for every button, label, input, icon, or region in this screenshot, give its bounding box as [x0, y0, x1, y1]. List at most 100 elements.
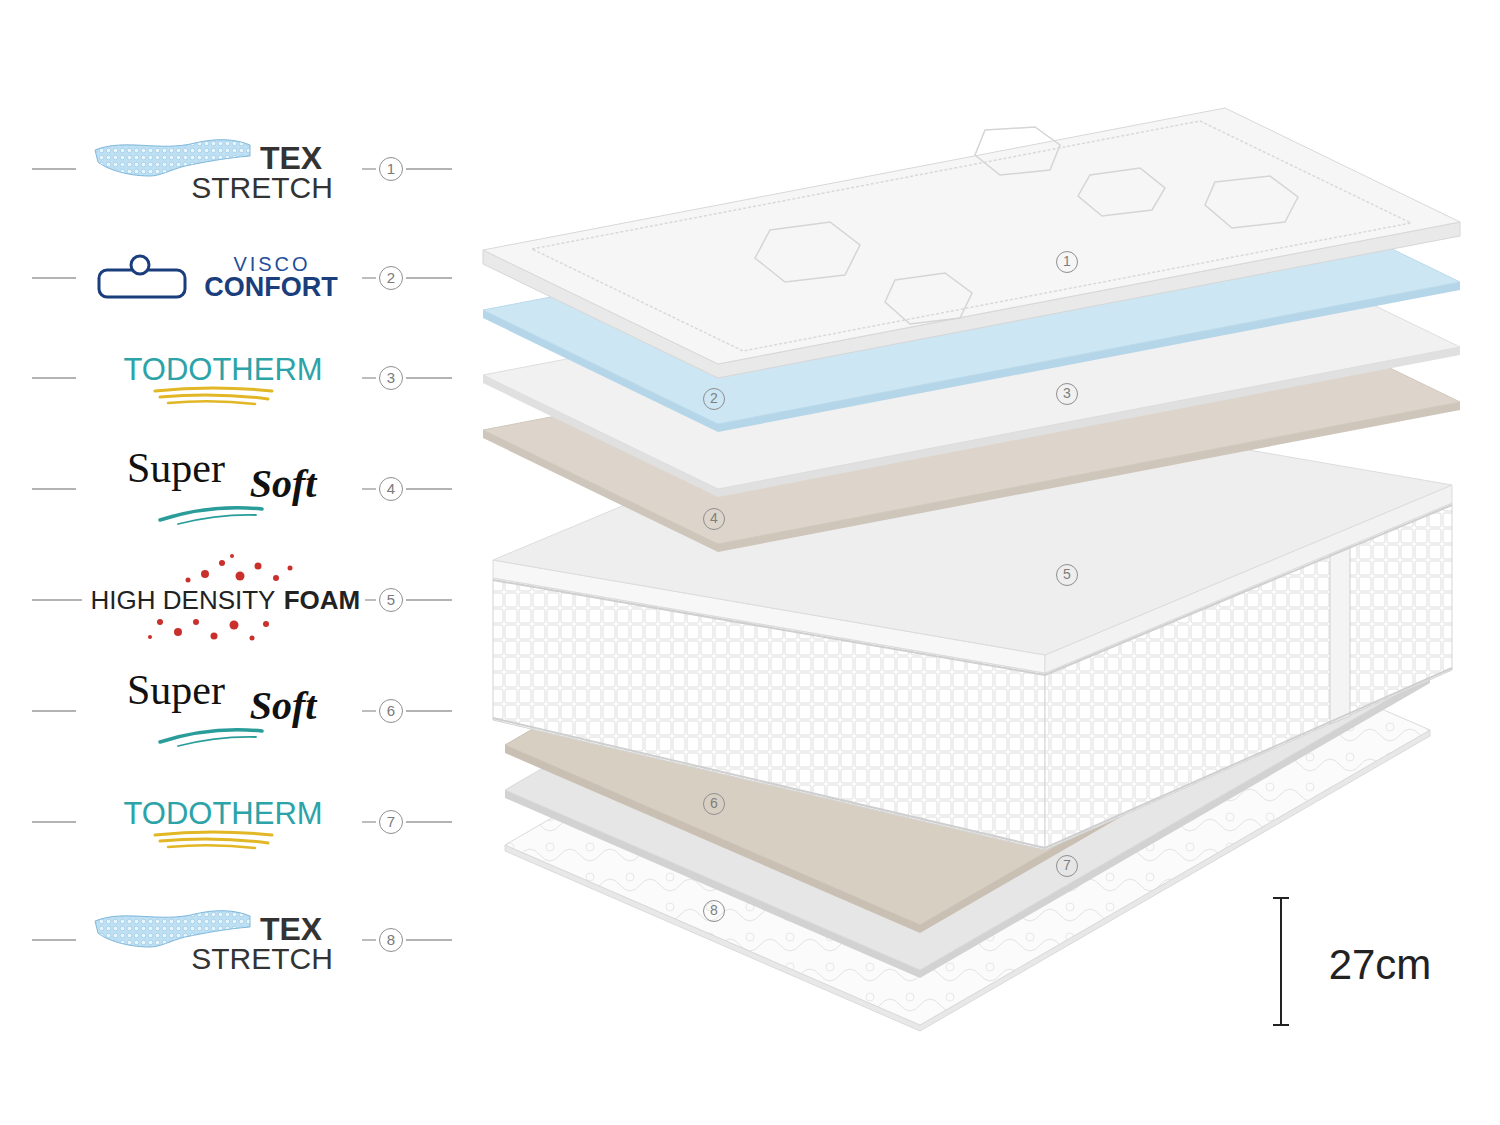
- leader-line: [362, 277, 376, 278]
- leader-line: [406, 710, 452, 711]
- fabric-icon: [95, 911, 250, 947]
- brand-name: TEX: [260, 142, 322, 174]
- swoosh-line: [160, 395, 268, 399]
- leader-line: [32, 821, 76, 822]
- foam-dot: [201, 570, 209, 578]
- brand-name: STRETCH: [191, 944, 333, 974]
- leader-line: [32, 377, 76, 378]
- swoosh-line: [168, 401, 255, 404]
- foam-dot: [193, 619, 199, 625]
- foam-dot: [288, 566, 293, 571]
- foam-dot: [236, 572, 245, 581]
- quilt-motif: [755, 222, 860, 282]
- fabric-icon: [95, 140, 250, 176]
- dimension-bar: [1273, 898, 1289, 1025]
- swoosh-line: [178, 737, 256, 746]
- callout-number: 3: [1056, 383, 1078, 405]
- todotherm-swoosh: [155, 832, 272, 848]
- leader-line: [362, 377, 376, 378]
- foam-dot: [211, 633, 218, 640]
- callout-number: 2: [703, 388, 725, 410]
- supersoft-swoosh: [160, 508, 262, 524]
- foam-dot: [157, 619, 163, 625]
- leader-line: [32, 488, 76, 489]
- foam-dot: [263, 621, 269, 627]
- foam-dot: [219, 560, 225, 566]
- swoosh-line: [178, 515, 256, 524]
- quilt-motif: [1205, 176, 1298, 228]
- brand-name: STRETCH: [191, 173, 333, 203]
- leader-line: [406, 939, 452, 940]
- foam-dot: [230, 621, 239, 630]
- handle-strap: [1330, 546, 1350, 724]
- todotherm-swoosh: [155, 388, 272, 404]
- dimension-cap: [1273, 897, 1289, 899]
- leader-line: [365, 599, 376, 600]
- leader-line: [406, 599, 452, 600]
- quilt-motif: [885, 273, 972, 324]
- leader-lines: [32, 169, 452, 940]
- foam-dot: [230, 554, 234, 558]
- head-symbol: [131, 256, 149, 274]
- callout-number: 4: [703, 508, 725, 530]
- quilt-border: [532, 121, 1411, 351]
- brand-name: HIGH DENSITY: [91, 587, 276, 613]
- callout-number: 5: [379, 588, 403, 612]
- dimension-cap: [1273, 1024, 1289, 1026]
- brand-name: Soft: [250, 464, 317, 504]
- callout-number: 5: [1056, 564, 1078, 586]
- leader-line: [362, 821, 376, 822]
- dimension-label: 27cm: [1329, 944, 1432, 986]
- tex-stretch-icon: [95, 140, 250, 176]
- callout-number: 6: [703, 793, 725, 815]
- leader-line: [362, 488, 376, 489]
- dimension-line: [1280, 898, 1282, 1025]
- supersoft-swoosh: [160, 730, 262, 746]
- brand-name: TODOTHERM: [123, 798, 322, 829]
- leader-line: [32, 599, 82, 600]
- foam-dot: [273, 575, 279, 581]
- brand-name: FOAM: [284, 587, 361, 613]
- foam-dot: [255, 563, 262, 570]
- quilt-motif: [975, 127, 1060, 175]
- callout-number: 1: [1056, 251, 1078, 273]
- brand-name: Super: [127, 447, 225, 489]
- quilt-motif: [1078, 168, 1165, 216]
- leader-line: [32, 168, 76, 169]
- callout-number: 7: [1056, 855, 1078, 877]
- swoosh-line: [168, 845, 255, 848]
- callout-number: 7: [379, 810, 403, 834]
- piping: [1045, 668, 1452, 848]
- brand-name: CONFORT: [204, 274, 337, 301]
- swoosh-line: [160, 839, 268, 843]
- leader-line: [32, 277, 76, 278]
- callout-number: 2: [379, 266, 403, 290]
- brand-name: TEX: [260, 913, 322, 945]
- foam-dot: [186, 578, 191, 583]
- callout-number: 1: [379, 157, 403, 181]
- leader-line: [406, 277, 452, 278]
- brand-name: Super: [127, 669, 225, 711]
- leader-line: [32, 710, 76, 711]
- foam-dot: [148, 635, 152, 639]
- layer-face: [483, 108, 1460, 364]
- brand-name: Soft: [250, 686, 317, 726]
- callout-number: 8: [379, 928, 403, 952]
- piping: [493, 580, 1045, 675]
- callout-number: 6: [379, 699, 403, 723]
- leader-line: [406, 377, 452, 378]
- piping: [493, 718, 1045, 848]
- brand-name: TODOTHERM: [123, 354, 322, 385]
- callout-number: 4: [379, 477, 403, 501]
- leader-line: [406, 821, 452, 822]
- foam-dot: [174, 628, 182, 636]
- swoosh-line: [155, 388, 272, 391]
- leader-line: [362, 939, 376, 940]
- visco-icon: [99, 256, 185, 297]
- foam-dot: [250, 636, 255, 641]
- tex-stretch-icon: [95, 911, 250, 947]
- swoosh-line: [155, 832, 272, 835]
- leader-line: [362, 168, 376, 169]
- callout-number: 8: [703, 900, 725, 922]
